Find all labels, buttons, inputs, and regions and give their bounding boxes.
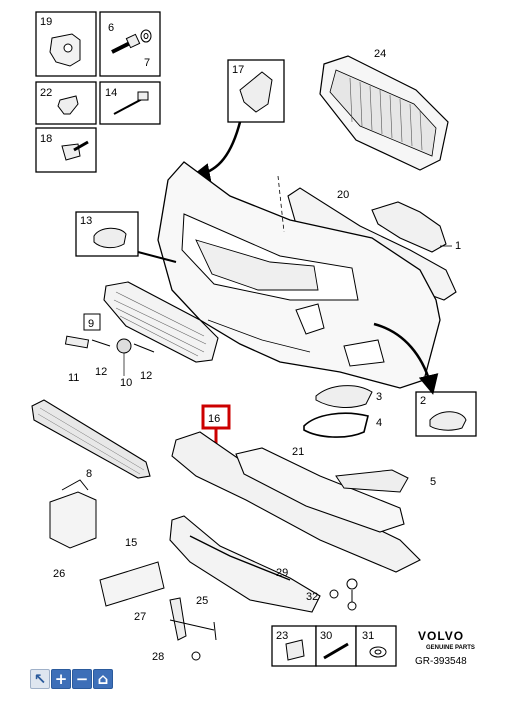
inset-box-2: 2 xyxy=(415,391,477,437)
inset-box-22: 22 xyxy=(35,81,97,125)
inset-box-6-7: 6 7 xyxy=(99,11,161,77)
part-label-14: 14 xyxy=(105,87,117,99)
fog-trim-4: 4 xyxy=(303,412,382,438)
part-label-17: 17 xyxy=(232,64,244,76)
part-label-6: 6 xyxy=(108,22,114,34)
diagram-toolbar: ↖ + − ⌂ xyxy=(30,669,113,691)
mesh-grille-8: 8 xyxy=(31,399,151,480)
part-label-26: 26 xyxy=(53,568,65,580)
part-label-25: 25 xyxy=(196,595,208,607)
part-label-20: 20 xyxy=(337,189,349,201)
inset-box-18: 18 xyxy=(35,127,97,173)
part-label-22: 22 xyxy=(40,87,52,99)
minus-icon: − xyxy=(75,670,89,688)
plus-icon: + xyxy=(54,670,68,688)
plate-15: 15 xyxy=(99,537,165,607)
part-label-32: 32 xyxy=(306,591,318,603)
emblem-10 xyxy=(116,338,132,354)
part-label-11: 11 xyxy=(68,372,79,384)
highlight-box-16[interactable]: 16 xyxy=(201,404,231,444)
zoom-out-button[interactable]: − xyxy=(72,669,92,689)
screw-32 xyxy=(329,589,339,599)
part-label-13: 13 xyxy=(80,215,92,227)
inset-box-13: 13 xyxy=(75,211,139,257)
package-26: 26 xyxy=(49,479,97,580)
trim-strip-29: 29 xyxy=(189,535,291,581)
zoom-in-button[interactable]: + xyxy=(51,669,71,689)
part-label-15: 15 xyxy=(125,537,137,549)
part-label-23: 23 xyxy=(276,630,288,642)
inset-box-9: 9 xyxy=(83,313,101,331)
diagram-reference: GR-393548 xyxy=(415,656,467,667)
bracket-27: 27 xyxy=(134,597,215,641)
select-tool-button[interactable]: ↖ xyxy=(30,669,50,689)
home-button[interactable]: ⌂ xyxy=(93,669,113,689)
part-label-16: 16 xyxy=(208,413,220,425)
part-label-29: 29 xyxy=(276,567,288,579)
brand-subtitle: GENUINE PARTS xyxy=(426,645,475,651)
badge-11 xyxy=(64,335,90,349)
part-label-2: 2 xyxy=(420,395,426,407)
part-label-10: 10 xyxy=(120,377,132,389)
lower-grille-10 xyxy=(103,281,219,363)
brand-logo: VOLVO xyxy=(418,629,464,643)
fog-trim-3: 3 xyxy=(315,385,382,408)
part-label-4: 4 xyxy=(376,417,382,429)
part-label-30: 30 xyxy=(320,630,332,642)
part-label-27: 27 xyxy=(134,611,146,623)
part-label-1: 1 xyxy=(455,240,461,252)
part-label-28: 28 xyxy=(152,651,164,663)
part-label-9: 9 xyxy=(88,318,94,330)
part-label-3: 3 xyxy=(376,391,382,403)
cursor-icon: ↖ xyxy=(33,670,47,688)
inset-box-30: 30 xyxy=(315,625,357,667)
part-label-5: 5 xyxy=(430,476,436,488)
bracket-5: 5 xyxy=(335,469,436,493)
part-label-8: 8 xyxy=(86,468,92,480)
part-label-7: 7 xyxy=(144,57,150,69)
part-label-31: 31 xyxy=(362,630,374,642)
inset-box-17: 17 xyxy=(227,59,285,123)
clip-28: 28 xyxy=(152,651,201,663)
inset-box-23: 23 xyxy=(271,625,317,667)
bracket-1: 1 xyxy=(371,201,461,253)
home-icon: ⌂ xyxy=(97,670,109,688)
part-label-18: 18 xyxy=(40,133,52,145)
part-label-21: 21 xyxy=(292,446,304,458)
inset-box-31: 31 xyxy=(355,625,397,667)
part-label-19: 19 xyxy=(40,16,52,28)
upper-grille-24: 24 xyxy=(319,48,449,171)
part-label-12-left: 12 xyxy=(95,366,107,378)
lower-spoiler-25: 25 xyxy=(169,515,321,613)
part-label-24: 24 xyxy=(374,48,386,60)
inset-box-14: 14 xyxy=(99,81,161,125)
bumper-cover xyxy=(157,161,441,389)
inset-box-19: 19 xyxy=(35,11,97,77)
part-label-12-right: 12 xyxy=(140,370,152,382)
splash-shield-21: 21 xyxy=(235,446,405,533)
